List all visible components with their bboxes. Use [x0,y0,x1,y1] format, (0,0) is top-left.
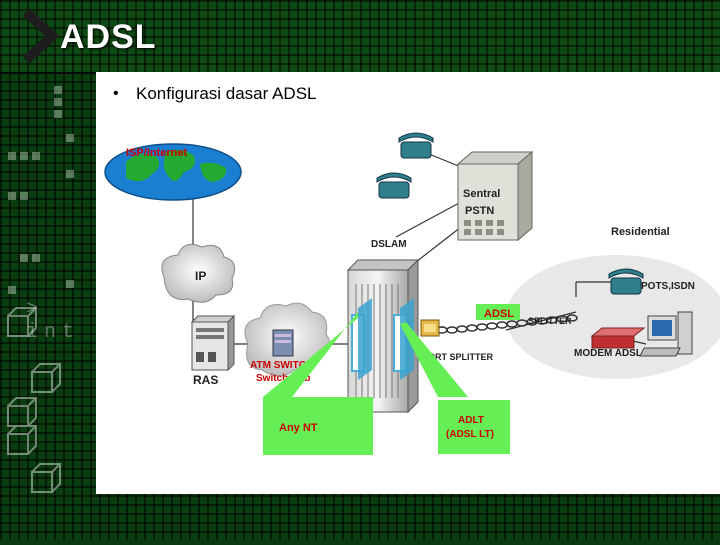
dslam-label: DSLAM [371,239,407,250]
adsl-callout-box [476,304,520,320]
any-nt-callout [263,397,373,455]
adlt-label-line2: (ADSL LT) [446,429,494,440]
ras-server-icon [190,314,236,372]
telephone-icon [608,268,644,295]
sentral-pstn-building-icon [456,150,534,242]
sentral-label-line1: Sentral [463,188,500,200]
isp-label: ISP/Internet [126,147,187,159]
modem-adsl-icon [590,327,646,349]
atm-label-line1: ATM SWITCH/ [250,360,316,371]
left-decoration: > int [0,72,96,540]
ip-label: IP [195,269,206,283]
ip-cloud-icon [161,243,236,303]
adsl-network-diagram: ISP/Internet IP RAS ATM SWITCH/ Switch H… [104,132,720,455]
sentral-label-line2: PSTN [465,205,494,217]
port-splitter-icon [420,319,440,337]
bullet-marker: • [113,85,119,102]
slide-title: ADSL [60,18,157,56]
chevron-decoration-icon [22,8,60,64]
title-bar: ADSL [0,0,720,74]
content-panel: • Konfigurasi dasar ADSL [96,72,720,494]
adlt-callout [438,400,510,454]
modem-label: MODEM ADSL [574,348,642,359]
decoration-text: > int [26,298,81,344]
ras-label: RAS [193,373,218,387]
dslam-rack-icon [346,258,420,414]
cube-decoration-icon [7,86,74,493]
adlt-label-line1: ADLT [458,415,484,426]
residential-label: Residential [611,226,670,238]
internet-globe-icon [104,143,242,201]
any-nt-label: Any NT [279,422,318,434]
adsl-box-label: ADSL [484,308,514,320]
port-splitter-label: PORT SPLITTER [422,352,494,362]
atm-label-line2: Switch Hub [256,373,310,384]
telephone-icon [398,132,434,159]
bullet-text: Konfigurasi dasar ADSL [136,84,317,103]
telephone-icon [376,172,412,199]
splitter-label: SPLITTER [528,316,572,326]
atm-switch-icon [244,302,331,377]
computer-icon [639,311,693,357]
bottom-strip [96,494,720,540]
pots-label: POTS,ISDN [641,281,695,292]
